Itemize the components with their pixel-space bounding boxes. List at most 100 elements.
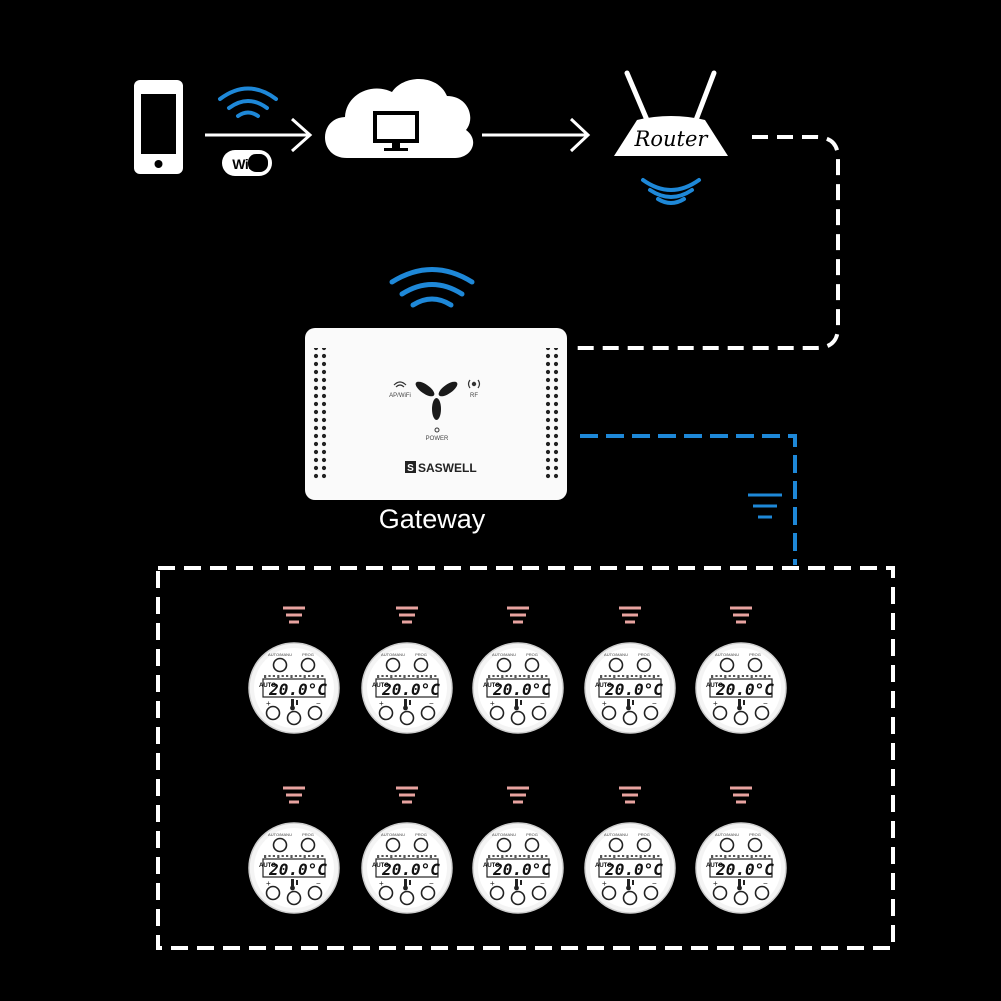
- power-icon: [434, 427, 440, 433]
- rf-indicator-icon: [467, 379, 481, 389]
- decrease-button[interactable]: [643, 885, 659, 901]
- prog-label: PROG: [302, 832, 314, 837]
- thermometer-icon: [403, 699, 411, 711]
- increase-button[interactable]: [601, 885, 617, 901]
- auto-manu-button[interactable]: [272, 657, 288, 673]
- thermometer-icon: [514, 879, 522, 891]
- auto-manu-label: AUTO/MANU: [604, 652, 628, 657]
- prog-button[interactable]: [636, 837, 652, 853]
- ok-button[interactable]: [622, 890, 638, 906]
- increase-button[interactable]: [378, 705, 394, 721]
- prog-button[interactable]: [636, 657, 652, 673]
- ok-button[interactable]: [286, 890, 302, 906]
- decrease-button[interactable]: [643, 705, 659, 721]
- ok-button[interactable]: [286, 710, 302, 726]
- ok-button[interactable]: [399, 710, 415, 726]
- signal-bars-icon: [730, 786, 752, 804]
- prog-button[interactable]: [413, 837, 429, 853]
- minus-icon: −: [652, 699, 657, 708]
- ok-button[interactable]: [733, 710, 749, 726]
- mode-label: AUTO: [259, 863, 276, 869]
- minus-icon: −: [540, 699, 545, 708]
- thermometer-icon: [626, 879, 634, 891]
- decrease-button[interactable]: [754, 705, 770, 721]
- auto-manu-button[interactable]: [719, 837, 735, 853]
- signal-bars-icon: [283, 606, 305, 624]
- auto-manu-button[interactable]: [496, 837, 512, 853]
- prog-label: PROG: [302, 652, 314, 657]
- ok-button[interactable]: [733, 890, 749, 906]
- increase-button[interactable]: [712, 885, 728, 901]
- thermostat-group-box: [156, 566, 895, 950]
- wifi-logo-text: WiFi: [232, 156, 259, 172]
- prog-button[interactable]: [300, 657, 316, 673]
- router-icon: Router: [614, 70, 728, 205]
- lcd-display: [598, 858, 662, 878]
- decrease-button[interactable]: [754, 885, 770, 901]
- wifi-waves-icon: [389, 267, 475, 308]
- prog-button[interactable]: [300, 837, 316, 853]
- ok-button[interactable]: [510, 890, 526, 906]
- plus-icon: +: [713, 699, 718, 708]
- mode-label: AUTO: [483, 863, 500, 869]
- plus-icon: +: [602, 699, 607, 708]
- increase-button[interactable]: [601, 705, 617, 721]
- increase-button[interactable]: [378, 885, 394, 901]
- auto-manu-button[interactable]: [608, 837, 624, 853]
- minus-icon: −: [316, 879, 321, 888]
- increase-button[interactable]: [265, 885, 281, 901]
- increase-button[interactable]: [489, 705, 505, 721]
- increase-button[interactable]: [489, 885, 505, 901]
- ok-button[interactable]: [510, 710, 526, 726]
- auto-manu-button[interactable]: [385, 657, 401, 673]
- time-scale: [264, 675, 324, 678]
- decrease-button[interactable]: [531, 885, 547, 901]
- rf-link-line: [580, 434, 797, 565]
- prog-button[interactable]: [747, 657, 763, 673]
- signal-bars-icon: [730, 606, 752, 624]
- prog-button[interactable]: [747, 837, 763, 853]
- decrease-button[interactable]: [420, 885, 436, 901]
- prog-label: PROG: [638, 832, 650, 837]
- lcd-display: [486, 858, 550, 878]
- cloud-monitor-icon: [324, 78, 474, 158]
- increase-button[interactable]: [265, 705, 281, 721]
- gateway-logo-icon: [415, 381, 458, 420]
- mode-label: AUTO: [372, 683, 389, 689]
- decrease-button[interactable]: [531, 705, 547, 721]
- increase-button[interactable]: [712, 705, 728, 721]
- mode-label: AUTO: [706, 683, 723, 689]
- decrease-button[interactable]: [420, 705, 436, 721]
- time-scale: [711, 675, 771, 678]
- apwifi-label: AP/WiFi: [389, 393, 411, 399]
- prog-button[interactable]: [524, 837, 540, 853]
- thermometer-icon: [290, 879, 298, 891]
- prog-button[interactable]: [413, 657, 429, 673]
- auto-manu-button[interactable]: [608, 657, 624, 673]
- plus-icon: +: [266, 879, 271, 888]
- auto-manu-button[interactable]: [272, 837, 288, 853]
- ok-button[interactable]: [622, 710, 638, 726]
- lcd-display: [262, 858, 326, 878]
- auto-manu-button[interactable]: [719, 657, 735, 673]
- auto-manu-label: AUTO/MANU: [268, 652, 292, 657]
- decrease-button[interactable]: [307, 885, 323, 901]
- decrease-button[interactable]: [307, 705, 323, 721]
- ok-button[interactable]: [399, 890, 415, 906]
- router-label: Router: [634, 127, 710, 151]
- wifi-waves-icon: [218, 86, 278, 118]
- auto-manu-button[interactable]: [496, 657, 512, 673]
- thermometer-icon: [737, 879, 745, 891]
- auto-manu-label: AUTO/MANU: [492, 652, 516, 657]
- auto-manu-button[interactable]: [385, 837, 401, 853]
- wifi-logo-icon: WiFi: [222, 150, 272, 176]
- signal-bars-icon: [283, 786, 305, 804]
- time-scale: [488, 675, 548, 678]
- prog-button[interactable]: [524, 657, 540, 673]
- gateway-label: Gateway: [379, 504, 486, 534]
